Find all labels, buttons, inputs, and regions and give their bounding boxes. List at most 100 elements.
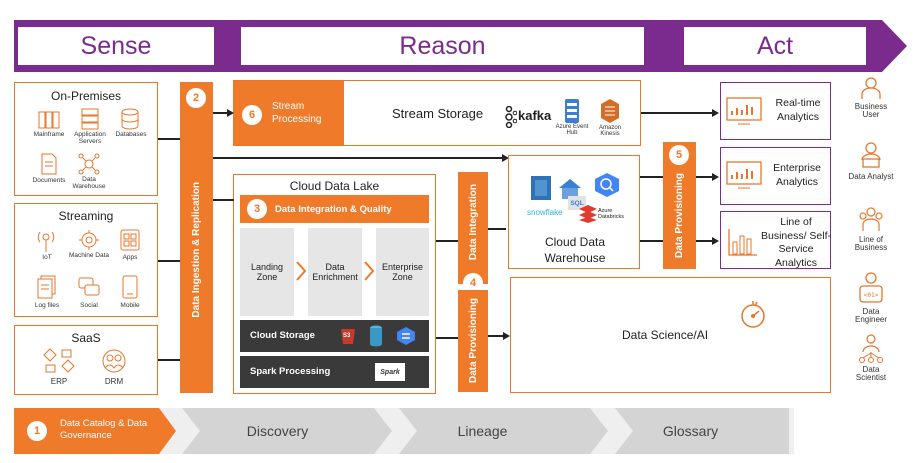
data-enrichment-zone: Data Enrichment [308,228,362,316]
kinesis-label: Amazon Kinesis [598,125,621,138]
databricks-label: Azure Databricks [598,208,624,221]
step-4-badge: 4 [463,273,483,293]
integration-quality-label: Data Integration & Quality [275,204,392,215]
cloud-data-lake-title: Cloud Data Lake [289,179,380,193]
landing-zone: Landing Zone [240,228,294,316]
governance-chevrons [14,408,789,454]
sql-label: SQL [570,199,584,207]
social-label: Social [80,302,98,309]
line-of-business-icon [859,207,883,231]
arrow-prov5-lob-head [712,237,719,245]
arrow-prov5-enterprise [696,176,713,178]
arrow-ingest-warehouse [213,157,503,159]
landing-zone-label: Landing Zone [250,262,284,282]
iot-icon [37,231,55,252]
event-hub-label: Azure Event Hub [555,124,589,137]
data-engineer-icon: <01> [859,272,883,303]
arrow-lake-provisioning [436,337,458,339]
data-integration-label: Data Integration [467,183,479,261]
arrow-stream-realtime [641,112,713,114]
step-discovery: Discovery [246,423,309,439]
lob-analytics-label: Line of Business/ Self-Service Analytics [760,216,832,269]
machine-data-icon [79,230,99,250]
saas-box: SaaS [14,325,158,395]
snowflake-label: snowflake [527,208,563,217]
ingestion-label: Data Ingestion & Replication [191,182,202,318]
databases-label: Databases [115,131,147,138]
bar-chart-icon [728,229,757,256]
step-5-badge: 5 [669,145,689,165]
data-integration-label-wrap: Data Integration [458,172,488,272]
business-user-icon [861,77,881,99]
event-hub-icon [565,99,579,123]
persona-data-analyst: Data Analyst [848,172,894,181]
on-premises-box: On-Premises [14,82,158,196]
drm-label: DRM [104,377,124,386]
step-4-number: 4 [469,277,477,289]
spark-logo: Spark [375,363,405,381]
step-5-number: 5 [675,149,683,161]
step-lineage: Lineage [457,423,508,439]
cloud-storage-label: Cloud Storage [250,330,315,341]
arrow-warehouse-prov5-top [640,176,663,178]
server-icon [81,108,99,130]
mobile-icon [122,275,138,299]
persona-data-engineer: Data Engineer [854,307,888,325]
arrow-lake-integration [436,240,458,242]
ai-brain-icon [741,301,765,328]
banner-reason: Reason [241,27,644,65]
ingestion-bar [180,82,213,393]
sense-label: Sense [80,31,152,60]
documents-label: Documents [32,177,66,184]
banner-act: Act [684,27,866,65]
integration-quality-bar [240,195,429,223]
realtime-analytics-label: Real-time Analytics [775,97,821,123]
arrow-warehouse-prov5-bottom [640,240,663,242]
data-integration-bar [458,172,488,284]
step-1-badge: 1 [27,421,47,441]
data-enrichment-label: Data Enrichment [312,262,358,282]
cloud-data-warehouse-title: Cloud Data Warehouse [544,235,606,265]
persona-line-of-business: Line of Business [854,235,888,253]
data-analyst-icon [861,142,881,168]
kafka-label: kafka [518,108,552,123]
kinesis-icon [601,99,619,123]
monitor-chart-icon [726,97,762,125]
iot-label: IoT [42,254,52,261]
machine-data-label: Machine Data [68,252,110,259]
step-3-number: 3 [253,203,261,215]
documents-icon [41,153,57,175]
data-science-box [510,277,831,393]
stream-storage-label: Stream Storage [392,106,484,121]
log-files-icon [37,275,56,299]
arrow-integration-warehouse [488,228,506,230]
drm-icon [102,349,126,373]
database-icon [121,108,139,130]
arrow-stream-realtime-head [712,109,719,117]
arrow-prov5-enterprise-head [712,173,719,181]
gcs-icon [397,327,415,345]
persona-business-user: Business User [854,102,888,120]
step-6-number: 6 [248,109,256,121]
data-scientist-icon [859,334,883,363]
connector-streaming [158,260,180,262]
s3-label: S3 [343,333,351,339]
provisioning-5-label-wrap: Data Provisioning [663,166,696,266]
bigquery-icon [595,173,619,197]
social-icon [78,277,100,296]
arrow-ingest-stream [213,112,227,114]
banner-sense: Sense [18,27,214,65]
warehouse-house-icon [559,179,581,199]
streaming-title: Streaming [58,209,114,223]
erp-icon [43,348,75,373]
mobile-label: Mobile [120,302,140,309]
erp-label: ERP [50,377,68,386]
step-6-badge: 6 [242,105,262,125]
arrow-ingest-warehouse-head [502,154,509,162]
provisioning-5-label: Data Provisioning [674,173,685,259]
data-warehouse-icon [78,153,100,175]
stream-processing-label: Stream Processing [272,101,322,125]
chevron-right-icon [364,261,375,281]
data-provisioning-bar [458,290,488,392]
lob-analytics-box [720,211,831,269]
